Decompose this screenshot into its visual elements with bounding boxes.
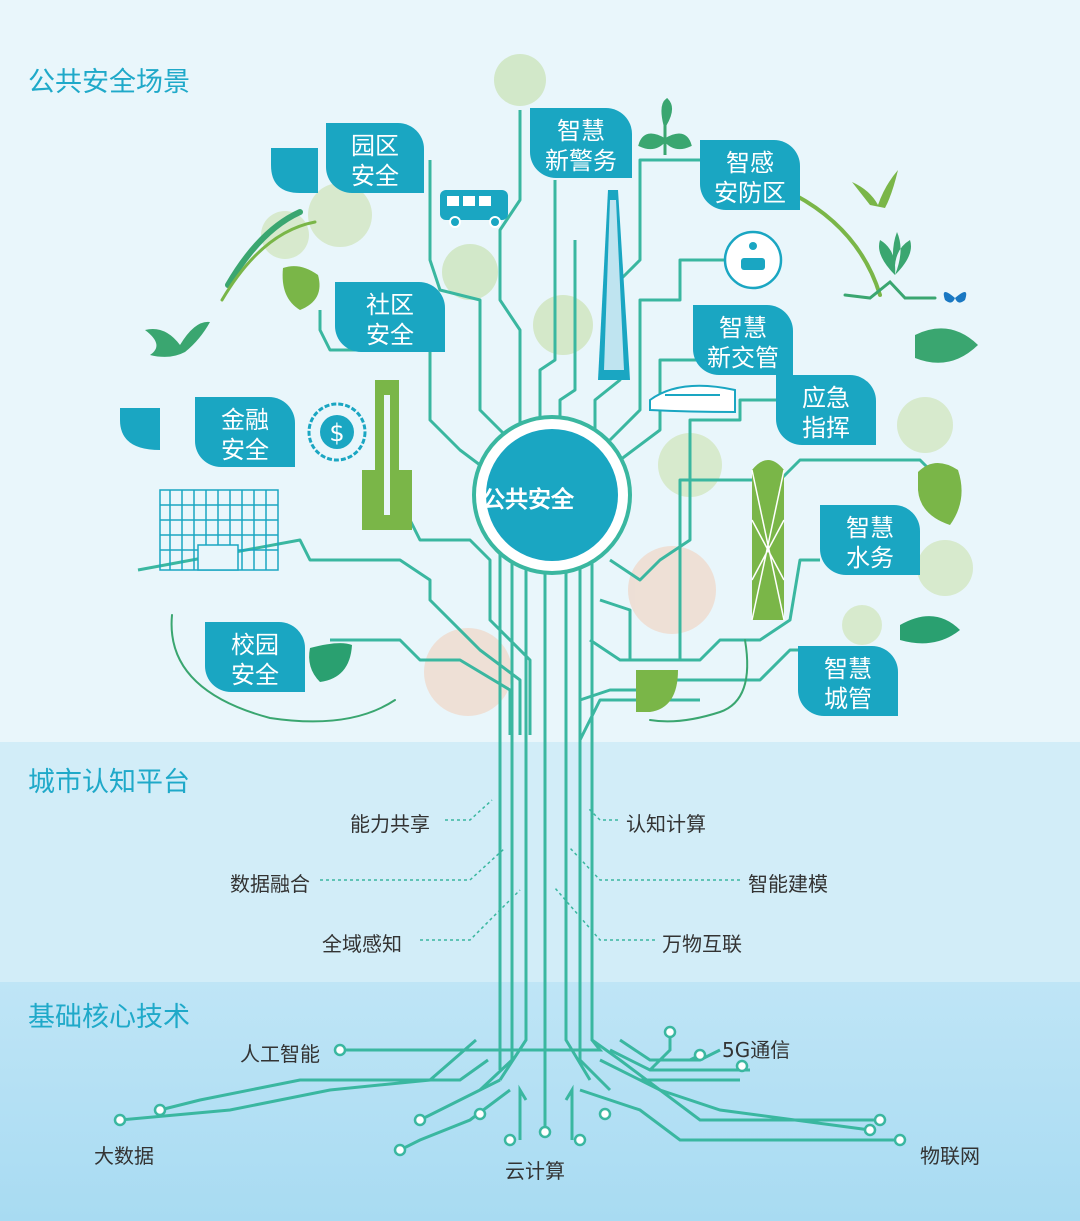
center-disc [486, 429, 618, 561]
center-label: 公共安全 [482, 487, 574, 513]
scene-line-1: 校园 [231, 631, 279, 659]
core-band [0, 982, 1080, 1221]
section-title-platform: 城市认知平台 [28, 767, 190, 798]
leaves [120, 148, 978, 712]
core-5g: 5G通信 [722, 1038, 791, 1062]
scene-line-2: 城管 [824, 685, 872, 713]
section-title-core-tech: 基础核心技术 [28, 1002, 190, 1033]
scene-line-2: 安防区 [714, 179, 786, 207]
decor-arcs [170, 193, 937, 723]
scene-line-1: 金融 [221, 406, 269, 434]
scene-line-2: 新交管 [707, 344, 779, 372]
scene-line-1: 智慧 [824, 655, 872, 683]
skyscraper-right-icon [751, 460, 785, 621]
scene-line-2: 新警务 [545, 147, 617, 175]
bird-left-icon [145, 321, 210, 357]
scene-zhihui-jiaoguan[interactable]: 智慧 新交管 [693, 305, 793, 375]
scene-zhihui-jingwu[interactable]: 智慧 新警务 [530, 108, 632, 178]
train-icon [649, 384, 736, 414]
scene-line-1: 社区 [366, 291, 414, 319]
office-building-icon [159, 489, 279, 571]
scene-yingji-zhihui[interactable]: 应急 指挥 [776, 375, 876, 445]
scene-zhihui-chengguan[interactable]: 智慧 城管 [798, 646, 898, 716]
scene-zhigan-anfangqu[interactable]: 智感 安防区 [700, 140, 800, 210]
scene-yuanqu-anquan[interactable]: 园区 安全 [326, 123, 424, 193]
scene-line-1: 园区 [351, 132, 399, 160]
platform-iot-interconnect: 万物互联 [662, 932, 742, 956]
scene-line-2: 安全 [231, 661, 279, 689]
svg-text:$: $ [329, 419, 344, 447]
skyscraper-left-icon [362, 380, 412, 530]
dollar-icon: $ [307, 402, 367, 462]
scene-shequ-anquan[interactable]: 社区 安全 [335, 282, 445, 352]
car-network-icon [723, 230, 783, 290]
core-big-data: 大数据 [94, 1144, 154, 1168]
trunk [119, 540, 900, 1152]
scene-line-1: 应急 [802, 384, 850, 412]
scene-line-1: 智感 [726, 149, 774, 177]
platform-data-fusion: 数据融合 [230, 872, 310, 896]
platform-band [0, 742, 1080, 982]
scene-jinrong-anquan[interactable]: 金融 安全 [195, 397, 295, 467]
platform-capability-sharing: 能力共享 [350, 812, 430, 836]
scene-line-2: 指挥 [802, 414, 850, 442]
platform-global-sensing: 全域感知 [322, 932, 402, 956]
section-title-scenes: 公共安全场景 [28, 67, 190, 98]
scene-line-2: 安全 [366, 321, 414, 349]
scene-line-2: 水务 [846, 544, 894, 572]
scene-line-2: 安全 [221, 436, 269, 464]
core-iot: 物联网 [920, 1144, 980, 1168]
bird-right-icon [852, 170, 898, 208]
scene-line-1: 智慧 [719, 314, 767, 342]
core-ai: 人工智能 [240, 1042, 320, 1066]
scene-line-2: 安全 [351, 162, 399, 190]
platform-intelligent-modeling: 智能建模 [748, 872, 828, 896]
plant-top-icon [638, 98, 692, 155]
platform-cognitive-computing: 认知计算 [626, 812, 706, 836]
core-cloud-computing: 云计算 [505, 1159, 565, 1183]
scene-line-1: 智慧 [557, 117, 605, 145]
tv-tower-icon [598, 190, 630, 380]
bus-icon [440, 190, 508, 228]
platform-pointers [320, 799, 740, 941]
scene-line-1: 智慧 [846, 514, 894, 542]
plant-right-icon [879, 232, 911, 275]
butterfly-icon [943, 291, 967, 303]
scene-xiaoyuan-anquan[interactable]: 校园 安全 [205, 622, 305, 692]
scene-zhihui-shuiwu[interactable]: 智慧 水务 [820, 505, 920, 575]
circuit-nodes [113, 1025, 907, 1157]
